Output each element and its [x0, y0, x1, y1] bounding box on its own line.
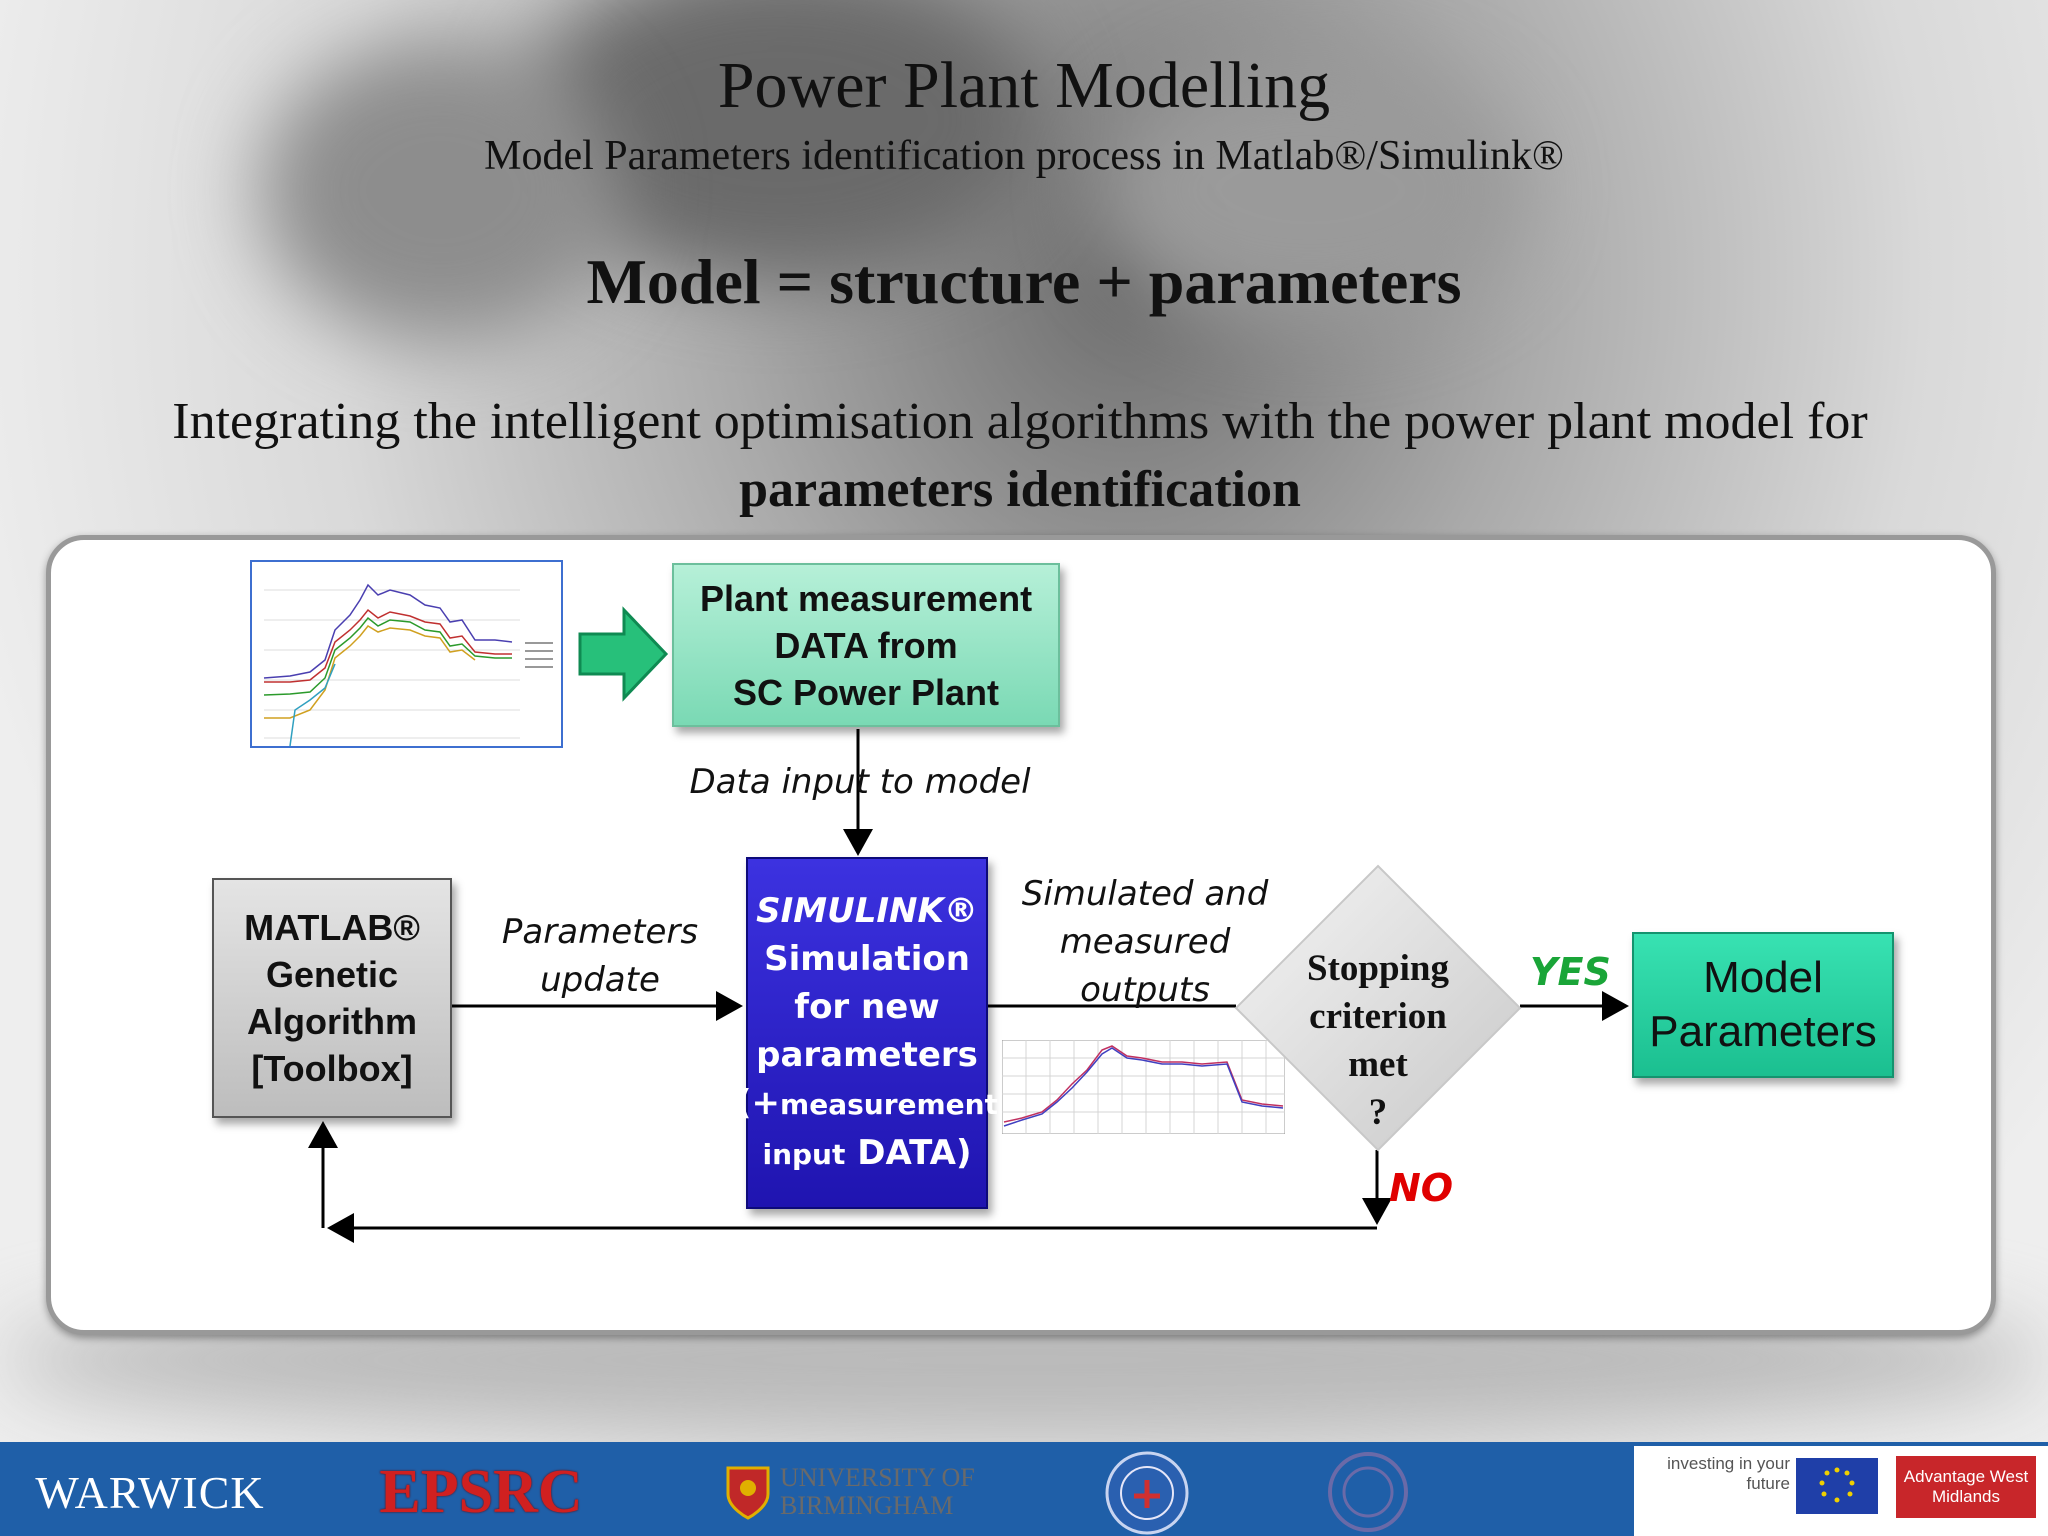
- slide-title: Power Plant Modelling: [717, 49, 1331, 122]
- epsrc-logo: EPSRC: [379, 1457, 583, 1526]
- plant-measurement-box: Plant measurement DATA from SC Power Pla…: [672, 563, 1060, 727]
- decision-line: met: [1348, 1044, 1408, 1085]
- sim-box-paren-open: (+: [736, 1083, 781, 1123]
- eu-flag-icon: [1796, 1458, 1878, 1514]
- sim-box-line: (+measurement: [736, 1079, 998, 1129]
- parameters-update-line: update: [540, 960, 660, 1000]
- decision-line: criterion: [1309, 996, 1447, 1037]
- background-cloud: [260, 40, 620, 340]
- decision-line: Stopping: [1307, 948, 1449, 989]
- university-seal-icon: [1105, 1451, 1189, 1535]
- birmingham-text: UNIVERSITY OF BIRMINGHAM: [780, 1463, 975, 1520]
- sim-box-big: DATA): [857, 1133, 972, 1173]
- decision-line: ?: [1368, 1092, 1388, 1133]
- birmingham-crest-icon: [726, 1466, 770, 1520]
- matlab-box-line: Algorithm: [247, 1001, 417, 1042]
- sim-box-line: Simulation: [764, 939, 970, 979]
- intro-text-bold: parameters identification: [739, 461, 1301, 518]
- birmingham-logo: UNIVERSITY OF BIRMINGHAM: [712, 1458, 1012, 1526]
- parameters-update-line: Parameters: [501, 912, 699, 952]
- simulink-simulation-box: SIMULINK® Simulation for new parameters …: [736, 857, 998, 1209]
- outputs-label-line: outputs: [1080, 970, 1210, 1010]
- investing-text: investing in your future: [1667, 1454, 1790, 1493]
- model-parameters-box: Model Parameters: [1632, 932, 1894, 1078]
- sim-box-line: input DATA): [736, 1129, 998, 1179]
- stopping-criterion-diamond: [1234, 864, 1522, 1152]
- model-box-line: Model: [1703, 953, 1823, 1002]
- intro-text-plain: Integrating the intelligent optimisation…: [172, 393, 1868, 450]
- matlab-box-line: Genetic: [265, 954, 399, 995]
- data-input-label: Data input to model: [689, 762, 1031, 802]
- outputs-label-line: Simulated and: [1021, 874, 1269, 914]
- yes-label: YES: [1530, 950, 1611, 994]
- outputs-label-line: measured: [1059, 922, 1231, 962]
- no-label: NO: [1388, 1166, 1454, 1210]
- tsinghua-seal-icon: [1328, 1452, 1408, 1532]
- intro-text: Integrating the intelligent optimisation…: [150, 388, 1890, 524]
- parameters-update-label: Parameters update: [480, 908, 720, 1004]
- model-equation: Model = structure + parameters: [586, 246, 1462, 317]
- outputs-label: Simulated and measured outputs: [1010, 870, 1280, 1014]
- warwick-logo: WARWICK: [35, 1466, 265, 1518]
- matlab-box-line: [Toolbox]: [251, 1048, 413, 1089]
- sim-box-title: SIMULINK®: [756, 891, 978, 931]
- tsinghua-logo-text: [1416, 1466, 1566, 1506]
- advantage-logo: Advantage West Midlands: [1896, 1456, 2036, 1518]
- decision-text: Stopping criterion met ?: [1280, 945, 1476, 1137]
- matlab-box-line: MATLAB®: [244, 907, 420, 948]
- measurement-plot-thumbnail: [250, 560, 563, 748]
- sim-box-line: parameters: [756, 1035, 978, 1075]
- simulated-output-plot-thumbnail: [1002, 1040, 1285, 1134]
- sim-box-small: input: [762, 1138, 846, 1171]
- slide-subtitle: Model Parameters identification process …: [484, 133, 1564, 179]
- sim-box-line: for new: [794, 987, 940, 1027]
- sim-box-small: measurement: [780, 1088, 998, 1121]
- plant-box-line: Plant measurement: [699, 577, 1033, 619]
- model-box-line: Parameters: [1649, 1007, 1877, 1056]
- background-cloud: [1100, 60, 1520, 320]
- matlab-ga-box: MATLAB® Genetic Algorithm [Toolbox]: [212, 878, 452, 1118]
- plant-box-line: SC Power Plant: [732, 671, 1000, 713]
- plant-box-line: DATA from: [774, 624, 958, 666]
- green-arrow-icon: [578, 606, 669, 702]
